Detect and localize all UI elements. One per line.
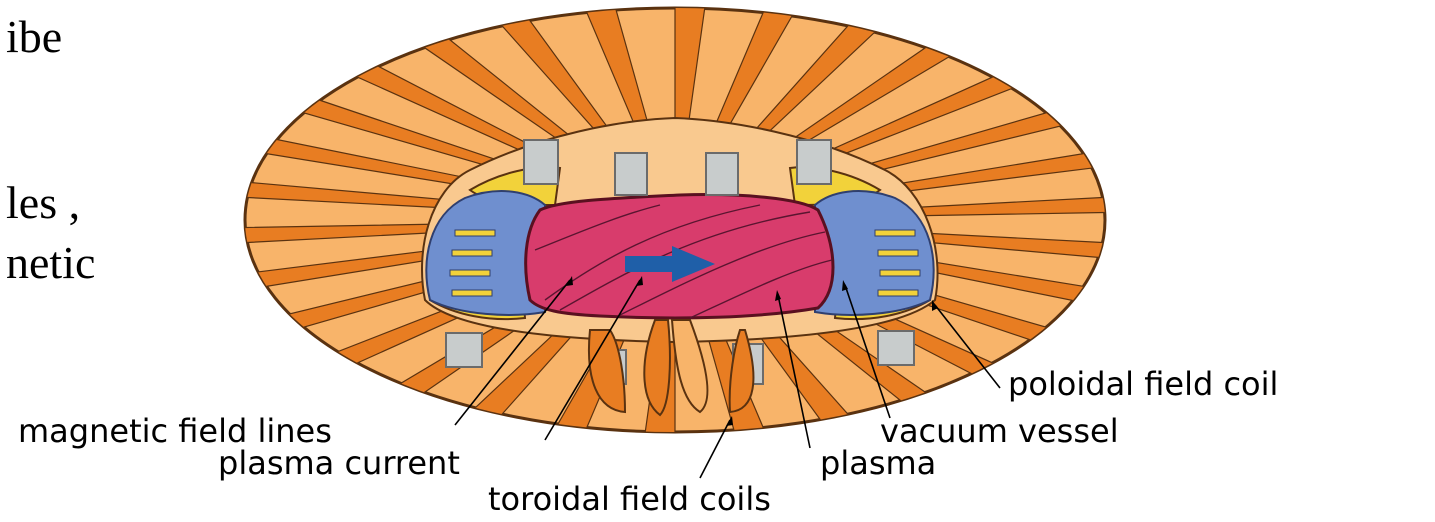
vessel-rib <box>452 250 492 256</box>
label-poloidal-field-coil: poloidal field coil <box>1008 365 1278 403</box>
vessel-rib <box>450 270 490 276</box>
label-plasma-current: plasma current <box>218 444 460 482</box>
vessel-rib <box>455 230 495 236</box>
vessel-rib <box>878 290 918 296</box>
vessel-rib <box>878 250 918 256</box>
vessel-rib <box>875 230 915 236</box>
label-plasma: plasma <box>820 444 936 482</box>
label-toroidal-field-coils: toroidal field coils <box>488 480 771 518</box>
vessel-rib <box>452 290 492 296</box>
vessel-rib <box>880 270 920 276</box>
